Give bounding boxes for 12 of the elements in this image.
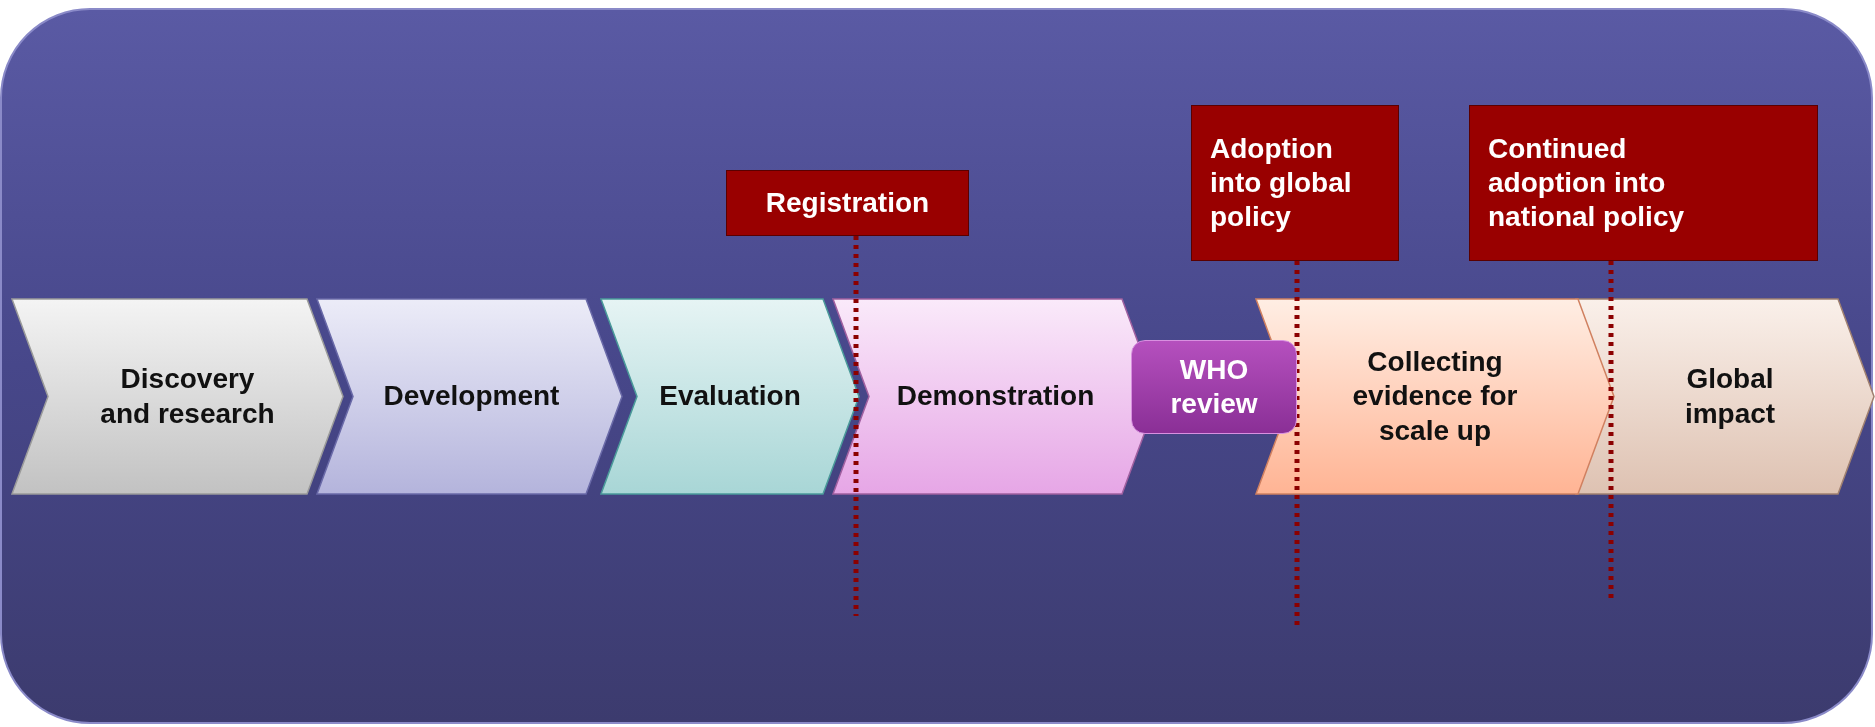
stage-label: Global impact xyxy=(1683,362,1777,431)
review-badge: WHO review xyxy=(1131,340,1297,434)
stage-label: Development xyxy=(383,379,560,414)
stage-label: Evaluation xyxy=(659,379,801,414)
stage-label: Collecting evidence for scale up xyxy=(1351,345,1519,448)
milestone-box: Registration xyxy=(726,170,969,236)
stage-label: Discovery and research xyxy=(100,362,275,431)
leader-line xyxy=(1294,261,1300,628)
milestone-box: Adoption into global policy xyxy=(1191,105,1399,261)
leader-line xyxy=(853,236,859,616)
stage-label: Demonstration xyxy=(896,379,1095,414)
milestone-box: Continued adoption into national policy xyxy=(1469,105,1818,261)
